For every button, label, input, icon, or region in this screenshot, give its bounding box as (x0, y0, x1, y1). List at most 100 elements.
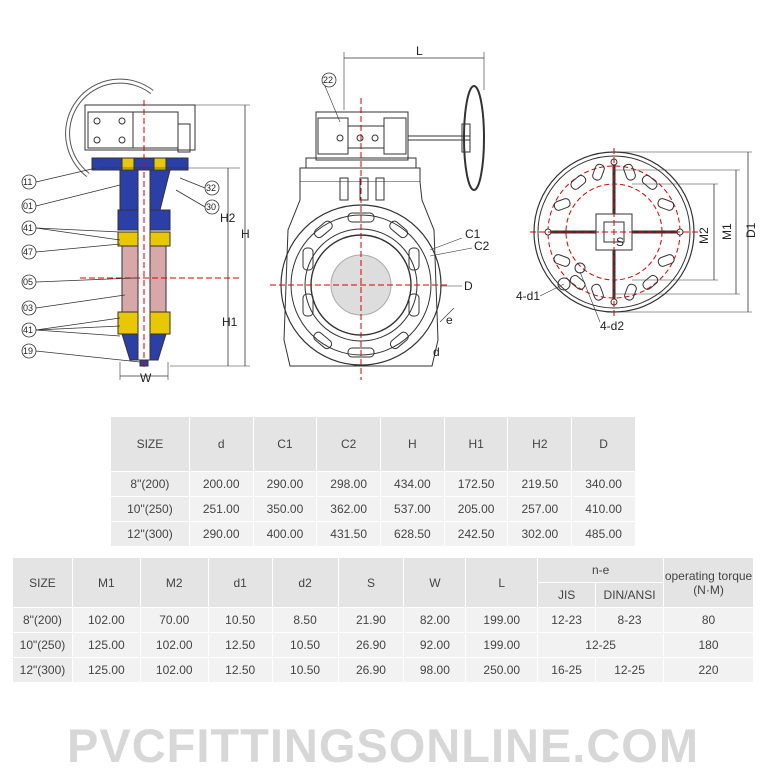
dim-c1-label: C1 (465, 227, 481, 241)
table2-header: M1 (71, 557, 141, 608)
dim-h2-label: H2 (220, 211, 236, 225)
dim-d1-label: D1 (744, 222, 758, 238)
table-cell: 125.00 (71, 657, 141, 683)
table-cell: 102.00 (71, 607, 141, 633)
table-row: 8"(200) 102.00 70.00 10.50 8.50 21.90 82… (12, 607, 754, 633)
table-cell: 10"(250) (110, 496, 190, 522)
table2-header: W (403, 557, 467, 608)
dim-4-d1-label: 4-d1 (516, 289, 540, 303)
table2-subheader-row: JIS DIN/ANSI (13, 582, 754, 608)
svg-text:03: 03 (23, 303, 33, 313)
front-view (270, 52, 485, 380)
svg-text:19: 19 (23, 346, 33, 356)
table-cell: 8"(200) (12, 607, 73, 633)
table1-header: H1 (443, 416, 509, 472)
table-cell: 628.50 (380, 521, 445, 547)
flange-slots (302, 212, 420, 358)
svg-text:41: 41 (23, 325, 33, 335)
table-cell: 12-23 (537, 607, 597, 633)
table-cell: 250.00 (465, 657, 539, 683)
watermark: PVCFITTINGSONLINE.COM (67, 719, 699, 772)
table-cell: 180 (663, 632, 754, 658)
table-cell: 10"(250) (12, 632, 73, 658)
table-cell: 102.00 (139, 632, 209, 658)
table-cell: 220 (663, 657, 754, 683)
table2-subheader: DIN/ANSI (595, 582, 665, 608)
table1-header: SIZE (110, 416, 190, 472)
dim-4-d2-label: 4-d2 (600, 319, 624, 333)
dim-m2-label: M2 (697, 227, 711, 244)
table-cell: 199.00 (465, 632, 539, 658)
table-cell: 80 (663, 607, 754, 633)
table-cell: 12"(300) (110, 521, 190, 547)
table-cell: 12-25 (595, 657, 665, 683)
dim-h1-label: H1 (222, 315, 238, 329)
table-cell: 537.00 (380, 496, 445, 522)
table-cell: 98.00 (403, 657, 467, 683)
table-cell: 12.50 (207, 657, 273, 683)
table-cell: 199.00 (465, 607, 539, 633)
table2-header: d2 (271, 557, 339, 608)
table1-header: d (188, 416, 254, 472)
table-cell: 290.00 (252, 471, 318, 497)
table-cell: 434.00 (380, 471, 445, 497)
dim-m1-label: M1 (720, 223, 734, 240)
table-cell: 350.00 (252, 496, 318, 522)
table2-header: d1 (207, 557, 273, 608)
table-cell: 362.00 (316, 496, 382, 522)
dim-w-label: W (140, 371, 152, 385)
table-cell: 8.50 (271, 607, 339, 633)
table-cell: 410.00 (571, 496, 636, 522)
side-view (65, 78, 250, 380)
table-cell: 302.00 (507, 521, 573, 547)
table-cell: 125.00 (71, 632, 141, 658)
table-row: 10"(250) 125.00 102.00 12.50 10.50 26.90… (12, 632, 754, 658)
dim-l-label: L (416, 44, 423, 58)
flange-view (530, 148, 752, 323)
table-cell: 257.00 (507, 496, 573, 522)
table-cell: 200.00 (188, 471, 254, 497)
table-row: 8"(200) 200.00 290.00 298.00 434.00 172.… (110, 471, 636, 497)
table1-header: C2 (316, 416, 382, 472)
table2-header-torque: operating torque (N·M) (663, 557, 754, 608)
svg-text:05: 05 (23, 277, 33, 287)
table2-header: S (337, 557, 405, 608)
dim-d-small-label: d (433, 345, 440, 359)
svg-text:11: 11 (23, 177, 32, 187)
table2-subheader: JIS (537, 582, 597, 608)
svg-text:01: 01 (23, 201, 33, 211)
side-view-balloons (21, 167, 220, 363)
table-cell: 251.00 (188, 496, 254, 522)
table-cell: 21.90 (337, 607, 405, 633)
table-cell: 340.00 (571, 471, 636, 497)
table-cell: 431.50 (316, 521, 382, 547)
table-cell: 26.90 (337, 632, 405, 658)
table-cell: 485.00 (571, 521, 636, 547)
table1-header: H (380, 416, 445, 472)
svg-text:30: 30 (206, 202, 216, 212)
table-cell: 12"(300) (12, 657, 73, 683)
table-cell: 12-25 (537, 632, 665, 658)
table2-header-ne: n-e (537, 557, 665, 583)
table-cell: 219.50 (507, 471, 573, 497)
technical-drawing: H2 H H1 W 11 01 41 47 05 03 41 19 32 30 (21, 44, 758, 385)
table-cell: 92.00 (403, 632, 467, 658)
table-cell: 26.90 (337, 657, 405, 683)
table-cell: 205.00 (443, 496, 509, 522)
table-cell: 8"(200) (110, 471, 190, 497)
table-cell: 82.00 (403, 607, 467, 633)
dim-e-label: e (446, 313, 453, 327)
table1-header: C1 (252, 416, 318, 472)
table-cell: 400.00 (252, 521, 318, 547)
table-cell: 70.00 (139, 607, 209, 633)
balloon-22-label: 22 (323, 75, 333, 85)
dimension-table-1: SIZE d C1 C2 H H1 H2 D 8"(200) 200.00 29… (110, 416, 636, 547)
table-cell: 16-25 (537, 657, 597, 683)
dim-h-label: H (241, 227, 250, 241)
table1-header: D (571, 416, 636, 472)
table-cell: 10.50 (271, 657, 339, 683)
table-cell: 10.50 (207, 607, 273, 633)
balloon-22 (321, 72, 337, 88)
table-cell: 242.50 (443, 521, 509, 547)
table-cell: 298.00 (316, 471, 382, 497)
